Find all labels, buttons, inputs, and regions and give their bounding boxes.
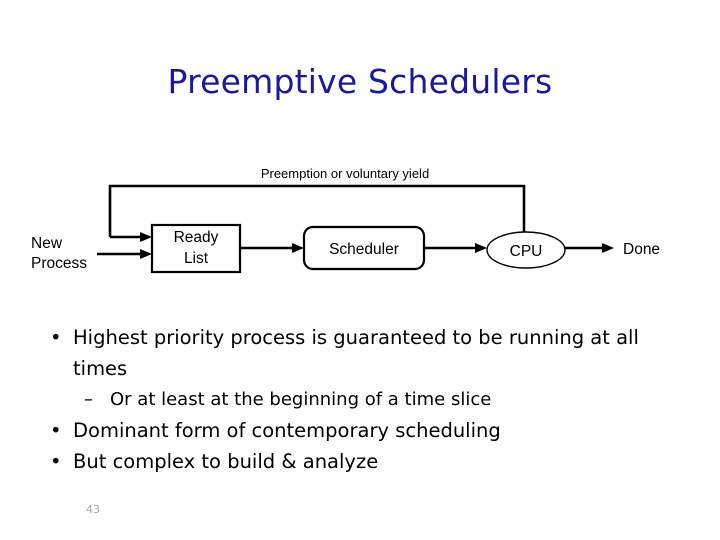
done-label: Done — [623, 241, 660, 258]
ready-list-label-line2: List — [184, 250, 209, 267]
ready-list-label-line1: Ready — [174, 229, 219, 246]
scheduler-flow-diagram: Preemption or voluntary yield New Proces… — [0, 155, 720, 295]
bullet-item-2: – Or at least at the beginning of a time… — [40, 384, 680, 415]
new-process-label-line1: New — [31, 235, 63, 252]
ready-to-scheduler-arrowhead — [292, 243, 304, 253]
bullet-text: Highest priority process is guaranteed t… — [73, 326, 639, 380]
new-process-arrowhead — [140, 249, 152, 259]
bullet-item-4: • But complex to build & analyze — [40, 446, 680, 477]
bullet-marker: • — [50, 450, 62, 473]
bullet-text: Dominant form of contemporary scheduling — [73, 419, 501, 442]
feedback-loop-label: Preemption or voluntary yield — [261, 166, 429, 181]
scheduler-label: Scheduler — [329, 241, 399, 258]
scheduler-to-cpu-arrowhead — [475, 243, 487, 253]
bullet-marker: – — [84, 389, 93, 410]
page-number: 43 — [86, 503, 100, 516]
bullet-list: • Highest priority process is guaranteed… — [40, 322, 680, 477]
page-title: Preemptive Schedulers — [167, 62, 553, 101]
bullet-text: But complex to build & analyze — [73, 450, 379, 473]
ready-list-node — [150, 223, 242, 274]
bullet-marker: • — [50, 419, 62, 442]
cpu-to-done-arrowhead — [602, 243, 614, 253]
new-process-label-line2: Process — [31, 255, 87, 272]
feedback-loop-line — [108, 184, 526, 237]
bullet-item-3: • Dominant form of contemporary scheduli… — [40, 415, 680, 446]
bullet-item-1: • Highest priority process is guaranteed… — [40, 322, 680, 384]
cpu-label: CPU — [510, 243, 543, 260]
feedback-loop-arrowhead — [140, 232, 152, 242]
cpu-node — [486, 231, 566, 269]
bullet-marker: • — [50, 326, 62, 349]
bullet-text: Or at least at the beginning of a time s… — [110, 389, 492, 410]
